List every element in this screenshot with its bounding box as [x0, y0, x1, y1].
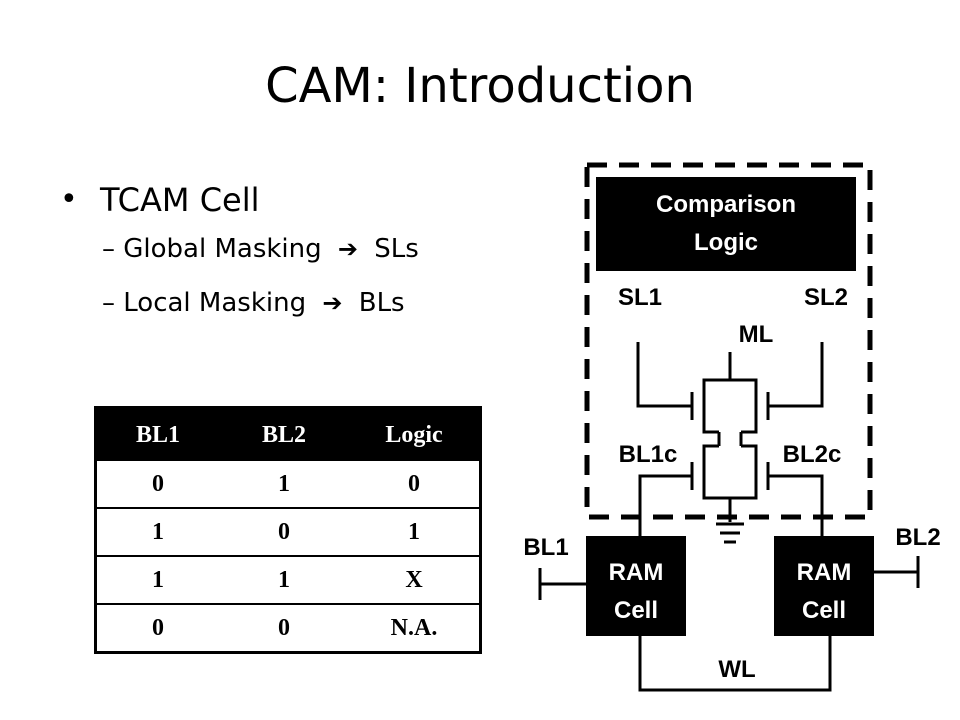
comparison-logic-block	[596, 177, 856, 271]
table-cell: 0	[219, 604, 349, 654]
sl2-label: SL2	[804, 284, 848, 311]
sub-bullet-left-text: Global Masking	[123, 234, 322, 264]
table-header-cell: BL1	[95, 407, 219, 461]
bitline-wordline-wires	[538, 556, 920, 692]
bl2c-label: BL2c	[783, 441, 842, 468]
sub-bullet-right-text: SLs	[374, 234, 419, 264]
table-cell: 0	[95, 604, 219, 654]
right-arrow-icon: ➔	[322, 289, 343, 317]
table-row: 0 1 0	[95, 461, 481, 509]
wl-label: WL	[718, 656, 755, 683]
ram-cell-right	[774, 536, 874, 636]
table-cell: N.A.	[349, 604, 481, 654]
bullet-list: • TCAM Cell – Global Masking ➔ SLs – Loc…	[60, 178, 419, 330]
transistor-network	[636, 342, 824, 536]
ram-cell-left	[586, 536, 686, 636]
truth-table: BL1 BL2 Logic 0 1 0 1 0 1 1 1 X 0 0 N.A.	[94, 406, 482, 654]
bullet-tcam-cell: • TCAM Cell	[60, 178, 419, 222]
table-cell: 1	[95, 508, 219, 557]
sl1-label: SL1	[618, 284, 662, 311]
bullet-dot-icon: •	[60, 182, 78, 217]
table-header-row: BL1 BL2 Logic	[95, 407, 481, 461]
table-cell: 1	[219, 461, 349, 509]
comparison-logic-label-line1: Comparison	[656, 191, 796, 218]
dash-icon: –	[102, 288, 124, 318]
table-cell: 0	[219, 508, 349, 557]
table-header-cell: Logic	[349, 407, 481, 461]
table-cell: 1	[95, 556, 219, 605]
sub-bullet-global-masking: – Global Masking ➔ SLs	[60, 222, 419, 276]
bl2-label: BL2	[895, 524, 940, 551]
table-cell: X	[349, 556, 481, 605]
sub-bullet-local-masking: – Local Masking ➔ BLs	[60, 276, 419, 330]
ram-cell-right-label-line1: RAM	[797, 559, 852, 586]
ram-cell-right-label-line2: Cell	[802, 597, 846, 624]
bl1-label: BL1	[523, 534, 568, 561]
table-header-cell: BL2	[219, 407, 349, 461]
right-arrow-icon: ➔	[337, 235, 359, 263]
ram-cell-left-label-line1: RAM	[609, 559, 664, 586]
sub-bullet-left-text: Local Masking	[123, 288, 307, 318]
table-cell: 1	[349, 508, 481, 557]
ground-icon	[716, 522, 744, 544]
ml-label: ML	[739, 321, 774, 348]
table-cell: 0	[349, 461, 481, 509]
sub-bullet-right-text: BLs	[358, 288, 405, 318]
bl1c-label: BL1c	[619, 441, 678, 468]
table-row: 0 0 N.A.	[95, 604, 481, 654]
ram-cell-left-label-line2: Cell	[614, 597, 658, 624]
table-row: 1 1 X	[95, 556, 481, 605]
slide-title: CAM: Introduction	[265, 58, 695, 114]
dash-icon: –	[102, 234, 124, 264]
comparison-logic-label-line2: Logic	[694, 229, 758, 256]
bullet-text: TCAM Cell	[100, 181, 260, 219]
table-cell: 0	[95, 461, 219, 509]
table-row: 1 0 1	[95, 508, 481, 557]
table-cell: 1	[219, 556, 349, 605]
